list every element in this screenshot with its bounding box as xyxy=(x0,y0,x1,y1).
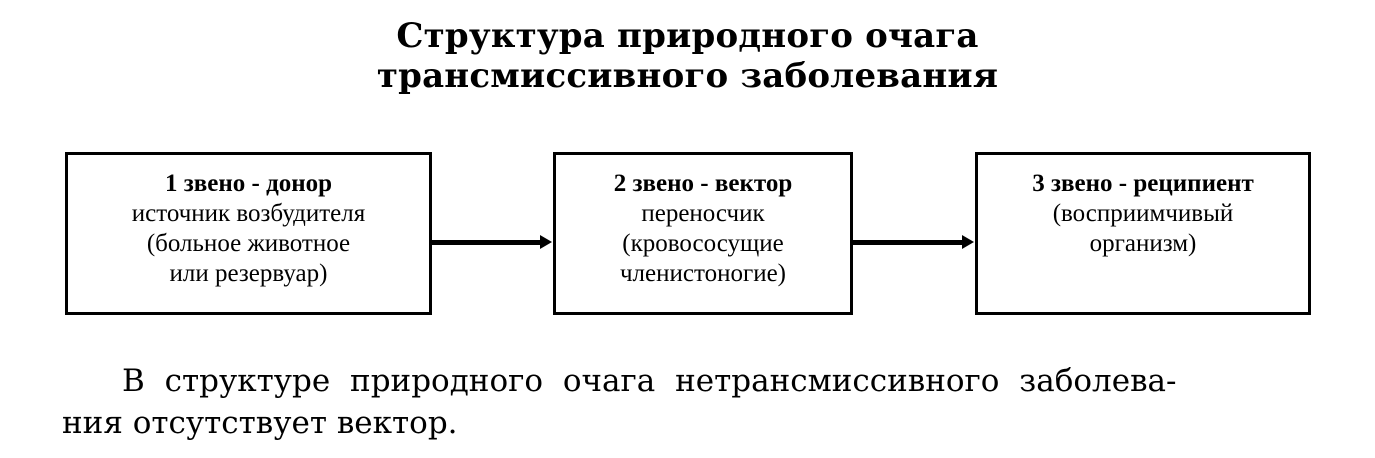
box-heading: 1 звено - донор xyxy=(164,170,333,197)
box-heading: 3 звено - реципиент xyxy=(1032,170,1254,197)
link-box-recipient: 3 звено - реципиент (восприимчивый орган… xyxy=(975,152,1311,315)
title-line-1: Структура природного очага xyxy=(396,16,979,56)
box-text-line: (кровососущие xyxy=(622,230,784,257)
diagram-title: Структура природного очага трансмиссивно… xyxy=(0,16,1375,96)
arrow-head-icon xyxy=(540,235,552,249)
arrow-shaft xyxy=(432,240,542,245)
arrow-head-icon xyxy=(962,235,974,249)
box-text-line: источник возбудителя xyxy=(131,200,366,227)
box-text-line: или резервуар) xyxy=(169,260,328,287)
box-text-line: переносчик xyxy=(641,200,765,227)
arrow-vector-to-recipient xyxy=(853,235,975,249)
box-heading: 2 звено - вектор xyxy=(613,170,793,197)
box-text-line: (больное животное xyxy=(146,230,351,257)
paragraph-line-1: В структуре природного очага нетрансмисс… xyxy=(122,363,1177,399)
paragraph-line-2: ния отсутствует вектор. xyxy=(62,405,458,441)
body-paragraph: В структуре природного очага нетрансмисс… xyxy=(62,360,1320,444)
box-text-line: (восприимчивый xyxy=(1052,200,1234,227)
link-box-vector: 2 звено - вектор переносчик (кровососущи… xyxy=(553,152,853,315)
box-text-line: организм) xyxy=(1089,230,1197,257)
title-line-2: трансмиссивного заболевания xyxy=(376,56,999,96)
link-box-donor: 1 звено - донор источник возбудителя (бо… xyxy=(65,152,432,315)
arrow-donor-to-vector xyxy=(432,235,553,249)
arrow-shaft xyxy=(853,240,964,245)
box-text-line: членистоногие) xyxy=(619,260,787,287)
